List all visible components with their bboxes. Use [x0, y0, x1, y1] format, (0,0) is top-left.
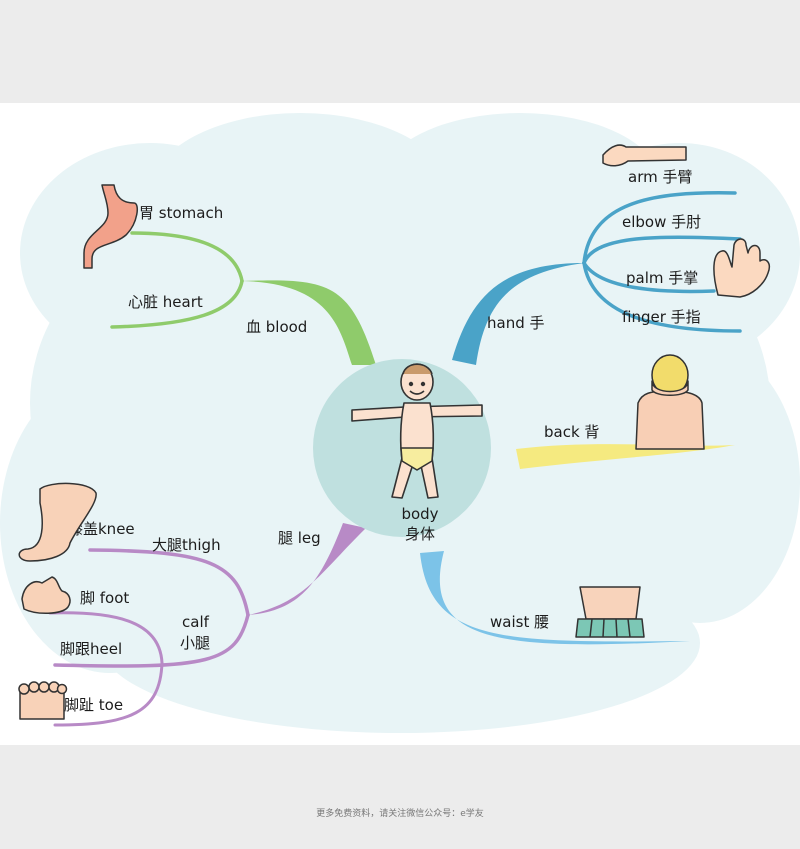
center-label-zh: 身体 — [405, 525, 435, 543]
label-thigh: 大腿thigh — [152, 536, 221, 554]
foot-icon — [21, 576, 71, 614]
footer-note: 更多免费资料，请关注微信公众号：e学友 — [316, 809, 484, 819]
branch-blood: 血 blood 胃 stomach 心脏 heart — [110, 204, 376, 365]
branch-leg: 腿 leg 膝盖knee 大腿thigh calf 小腿 脚 foot 脚跟he… — [48, 520, 366, 727]
branch-foot-line — [48, 611, 164, 665]
branch-blood-trunk — [242, 280, 376, 365]
label-arm: arm 手臂 — [628, 168, 692, 186]
label-finger: finger 手指 — [622, 308, 701, 326]
arm-icon — [602, 144, 687, 167]
branch-label-waist: waist 腰 — [490, 613, 549, 631]
body-figure-icon — [351, 363, 483, 499]
mind-map-canvas: 血 blood 胃 stomach 心脏 heart hand 手 arm 手臂… — [0, 103, 800, 745]
label-knee: 膝盖knee — [68, 520, 135, 538]
branch-palm-line — [582, 261, 716, 294]
branch-label-hand: hand 手 — [487, 314, 545, 332]
label-palm: palm 手掌 — [626, 269, 698, 287]
label-elbow: elbow 手肘 — [622, 213, 701, 231]
branch-finger-line — [582, 261, 742, 333]
branch-waist: waist 腰 — [420, 551, 690, 645]
center-node: body 身体 — [313, 359, 491, 543]
branch-back-trunk — [516, 444, 735, 469]
mind-map: 血 blood 胃 stomach 心脏 heart hand 手 arm 手臂… — [0, 113, 800, 733]
label-calf: calf — [182, 613, 210, 631]
branch-calf-line — [53, 613, 250, 668]
branch-hand: hand 手 arm 手臂 elbow 手肘 palm 手掌 finger 手指 — [452, 168, 742, 365]
label-toe: 脚趾 toe — [64, 696, 123, 714]
center-label-en: body — [401, 505, 438, 523]
label-heart: 心脏 heart — [128, 293, 203, 311]
label-shin: 小腿 — [180, 634, 210, 652]
branch-thigh-line — [88, 548, 250, 617]
branch-arm-line — [582, 191, 737, 265]
label-heel: 脚跟heel — [60, 640, 122, 658]
branch-hand-trunk — [452, 263, 584, 365]
branch-label-leg: 腿 leg — [278, 529, 321, 547]
branch-heart-line — [110, 279, 244, 329]
branch-label-back: back 背 — [544, 423, 599, 441]
branch-toe-line — [53, 661, 164, 727]
branch-back: back 背 — [516, 423, 735, 469]
label-stomach: 胃 stomach — [139, 204, 223, 222]
toe-icon — [18, 681, 68, 720]
label-foot: 脚 foot — [80, 589, 129, 607]
branch-elbow-line — [582, 235, 742, 265]
waist-icon — [575, 586, 645, 638]
branch-label-blood: 血 blood — [246, 318, 307, 336]
palm-icon — [713, 238, 771, 298]
stomach-icon — [83, 184, 139, 269]
knee-icon — [18, 482, 97, 562]
branch-stomach-line — [130, 231, 244, 283]
branch-leg-trunk — [248, 523, 366, 615]
back-person-icon — [635, 354, 705, 450]
